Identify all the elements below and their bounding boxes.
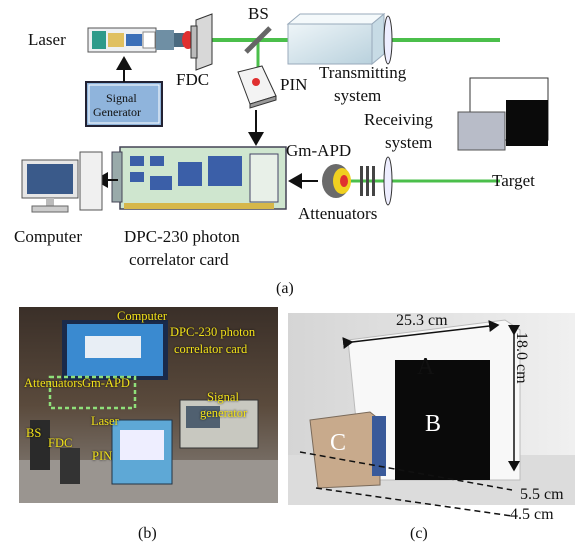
caption-b: (b) (138, 525, 157, 542)
attenuator-plates (360, 166, 375, 196)
label-attenuators: Attenuators (298, 204, 378, 223)
panel-a-diagram (21, 12, 549, 213)
panel-c-scene (288, 313, 575, 517)
dim-label-height: 18.0 cm (513, 332, 530, 384)
caption-a: (a) (276, 280, 294, 297)
photo-label-dpc-line1: DPC-230 photon (170, 325, 256, 339)
photo-label-dpc-line2: correlator card (174, 342, 248, 356)
label-computer: Computer (14, 227, 82, 246)
dim-label-depth-2: 4.5 cm (510, 506, 554, 523)
label-signal: Signal (106, 91, 137, 105)
label-gm-apd: Gm-APD (286, 141, 352, 160)
photo-label-signal: Signal (207, 390, 239, 404)
label-laser: Laser (28, 30, 66, 49)
dim-width-arrow (342, 320, 500, 350)
dim-label-width: 25.3 cm (396, 312, 448, 329)
label-bs: BS (248, 4, 269, 23)
transmit-lens (383, 15, 393, 65)
target-scene-small (457, 77, 549, 151)
photo-label-fdc: FDC (48, 436, 73, 450)
laser-device (87, 27, 194, 53)
scene-label-a: A (417, 354, 435, 380)
dim-depth-line-2 (315, 487, 513, 517)
beam-splitter (244, 26, 272, 54)
photo-label-attenuators: Attenuators (24, 376, 83, 390)
photo-label-bs: BS (26, 426, 42, 440)
dim-depth-line-1 (299, 451, 513, 491)
label-target: Target (492, 171, 535, 190)
label-fdc: FDC (176, 70, 210, 89)
dpc-card (111, 146, 287, 210)
gm-apd-device (322, 164, 351, 198)
fdc-device (190, 13, 213, 71)
caption-c: (c) (410, 525, 428, 542)
receive-lens (383, 156, 393, 206)
computer-icon (21, 151, 103, 213)
label-receiving: Receiving (364, 110, 433, 129)
scene-label-c: C (330, 430, 347, 456)
label-dpc-line2: correlator card (129, 250, 229, 269)
photo-label-generator: generator (200, 406, 248, 420)
scene-label-b: B (425, 411, 442, 437)
transmitting-system-box (286, 12, 386, 66)
label-transmitting: Transmitting (319, 63, 407, 82)
label-pin: PIN (280, 75, 308, 94)
label-dpc-line1: DPC-230 photon (124, 227, 240, 246)
dim-label-depth-1: 5.5 cm (520, 486, 564, 503)
panel-b-photo (19, 307, 278, 503)
photo-label-gm-apd: Gm-APD (82, 376, 130, 390)
photo-label-pin: PIN (92, 449, 113, 463)
target-block-b (395, 360, 490, 480)
photo-label-laser: Laser (91, 414, 119, 428)
label-transmitting-system: system (334, 86, 382, 105)
pin-detector (237, 65, 277, 109)
label-receiving-system: system (385, 133, 433, 152)
label-generator: Generator (93, 105, 141, 119)
photo-label-computer: Computer (117, 309, 167, 323)
